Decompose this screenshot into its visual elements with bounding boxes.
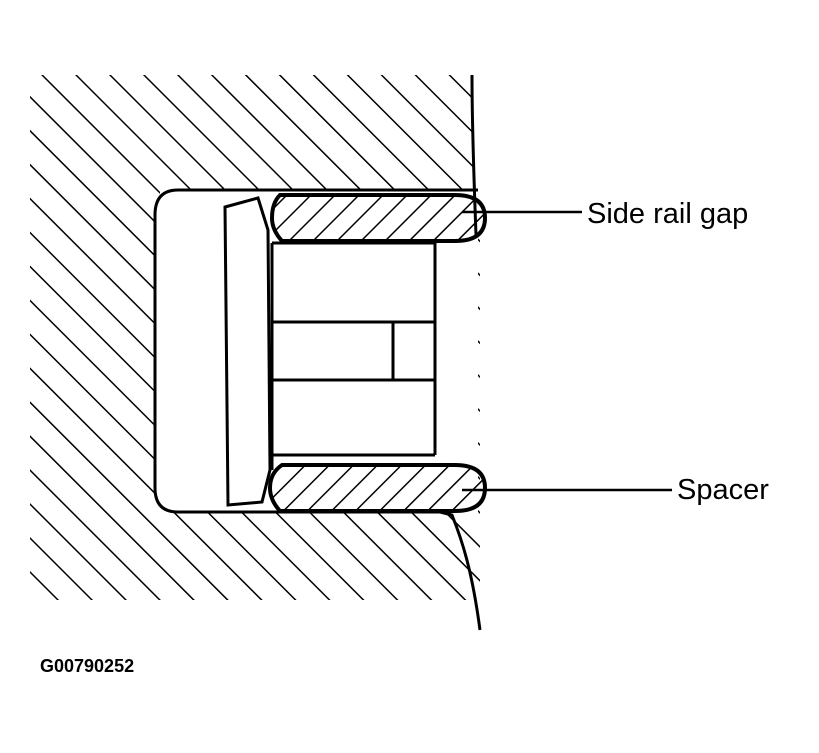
piston-skirt-edge <box>439 510 482 631</box>
lower-side-rail <box>267 463 488 513</box>
spacer-expander <box>223 196 437 507</box>
spacer-back-plate <box>223 196 272 507</box>
upper-side-rail <box>269 193 488 243</box>
piston-body <box>30 75 480 600</box>
side-rail-gap-label: Side rail gap <box>587 198 749 230</box>
figure-id: G00790252 <box>40 656 135 676</box>
spacer-label: Spacer <box>677 474 769 506</box>
